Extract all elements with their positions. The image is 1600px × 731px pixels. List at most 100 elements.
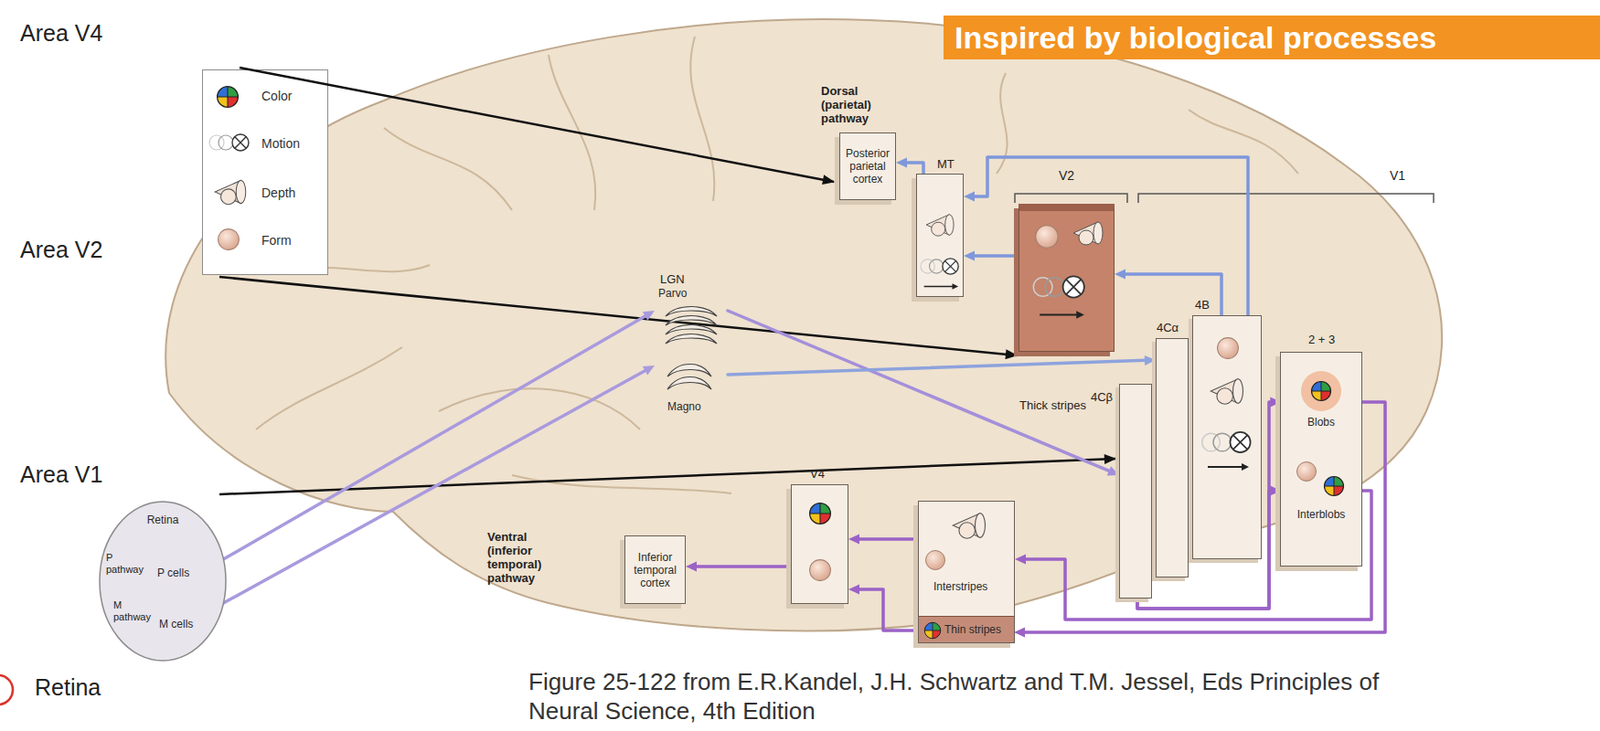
area-label: Area V1 [20, 461, 103, 489]
depth-icon [1070, 218, 1108, 248]
label-text: P pathway [106, 552, 147, 576]
node-label: Posterior parietal cortex [842, 147, 893, 186]
legend-label: Depth [261, 185, 296, 201]
area-label: Area V4 [20, 20, 103, 47]
arrow-line [223, 315, 647, 560]
pathway-label: Ventral (inferior temporal) pathway [487, 530, 559, 586]
bracket-label: V2 [1058, 168, 1075, 184]
pathway-arrow [685, 562, 791, 573]
lgn-layers [661, 303, 721, 395]
arrow-head [896, 158, 907, 169]
area-label: Retina [34, 674, 101, 702]
label-text: Area V1 [20, 461, 103, 489]
node-label: Retina [98, 513, 227, 527]
motion-icon [208, 130, 253, 155]
node-label: Interblobs [1280, 508, 1362, 522]
area-bracket [1138, 193, 1434, 203]
color-icon [808, 501, 832, 526]
depth-icon [949, 509, 991, 543]
layer-box: 2 + 3BlobsInterblobs [1280, 352, 1363, 567]
pathway-arrow [727, 355, 1156, 375]
node-heading: LGN [660, 272, 685, 288]
form-icon [924, 549, 947, 572]
node-heading: 4Cα [1156, 320, 1179, 336]
pathway-arrow [223, 365, 655, 604]
color-icon [1322, 475, 1345, 498]
form-icon [1295, 460, 1318, 483]
legend-label: Form [261, 233, 292, 248]
area-box: MT [916, 173, 964, 298]
layer-box: 4B [1192, 315, 1262, 560]
arrow-head [1013, 628, 1025, 639]
arrow-head [1014, 554, 1026, 566]
color-icon [215, 85, 240, 109]
bracket-label: V1 [1389, 168, 1406, 184]
node-label: P cells [157, 566, 190, 580]
node-label: Interstripes [933, 580, 988, 594]
arrow-line [858, 537, 919, 542]
arrow-line [695, 565, 792, 569]
sulcus [438, 388, 640, 430]
node-heading: Thick stripes [1019, 398, 1087, 414]
blob-icon [1299, 369, 1344, 414]
layer-box: 4Cβ [1119, 384, 1152, 599]
motion-arrow [1037, 309, 1086, 320]
arrow-head [1107, 466, 1120, 476]
motion-arrow [922, 282, 960, 291]
depth-icon [1207, 374, 1248, 408]
arrow-line [1124, 274, 1223, 316]
node-heading: MT [937, 157, 955, 172]
blob-region: Blobs [1280, 366, 1362, 440]
arrow-head [848, 534, 860, 545]
cortex-box: Inferior temporal cortex [624, 535, 686, 605]
brain-outline [165, 19, 1442, 631]
pathway-label: P pathway [106, 552, 147, 576]
stripe-box: InterstripesThin stripes [917, 501, 1015, 644]
arrow-head [848, 585, 860, 596]
arrow-head [685, 562, 697, 573]
legend-label: Motion [261, 136, 300, 151]
area-label: Area V2 [20, 236, 103, 264]
arrow-head [1144, 355, 1156, 366]
label-text: Area V4 [20, 20, 103, 47]
pathway-arrow [963, 251, 1019, 262]
layer-box: 4Cα [1155, 338, 1189, 578]
node-heading: 4B [1194, 298, 1210, 313]
label-text: Retina [34, 674, 101, 702]
legend-box: ColorMotionDepthForm [202, 69, 329, 276]
node-label: Parvo [658, 287, 687, 300]
area-box: V4 [790, 484, 849, 605]
label-text: Dorsal (parietal) pathway [821, 84, 895, 126]
pathway-label: M pathway [113, 599, 154, 624]
figure-caption: Figure 25-122 from E.R.Kandel, J.H. Schw… [528, 667, 1388, 726]
depth-icon [923, 211, 959, 239]
lgn-nucleus: LGNParvoMagno [654, 270, 728, 417]
arrow-line [906, 162, 925, 174]
leader-line [219, 458, 1116, 495]
node-label: Magno [667, 400, 702, 414]
leader-line [239, 67, 834, 182]
node-heading: 4Cβ [1090, 390, 1113, 406]
motion-icon [919, 255, 962, 278]
pathway-arrow [896, 158, 924, 175]
sulcus [256, 347, 403, 430]
label-text: V1 [1389, 168, 1406, 184]
stripe-band: Thin stripes [918, 616, 1014, 643]
node-label: Inferior temporal cortex [628, 551, 683, 590]
arrow-head [642, 310, 655, 321]
form-icon [808, 558, 832, 583]
form-icon [1034, 224, 1060, 250]
node-label: Blobs [1280, 416, 1362, 429]
leader-line [219, 277, 1017, 356]
node-heading: 2 + 3 [1308, 332, 1335, 348]
arrow-head [1114, 269, 1126, 280]
node-label: Thin stripes [944, 623, 1002, 637]
highlight-ring [0, 675, 13, 705]
title-banner: Inspired by biological processes [943, 15, 1600, 60]
interblob-region: Interblobs [1280, 444, 1362, 545]
sulcus [384, 128, 512, 211]
pathway-arrow [848, 534, 918, 545]
arrow-head [963, 251, 975, 262]
pathway-label: Dorsal (parietal) pathway [821, 84, 895, 126]
arrow-line [973, 254, 1020, 258]
